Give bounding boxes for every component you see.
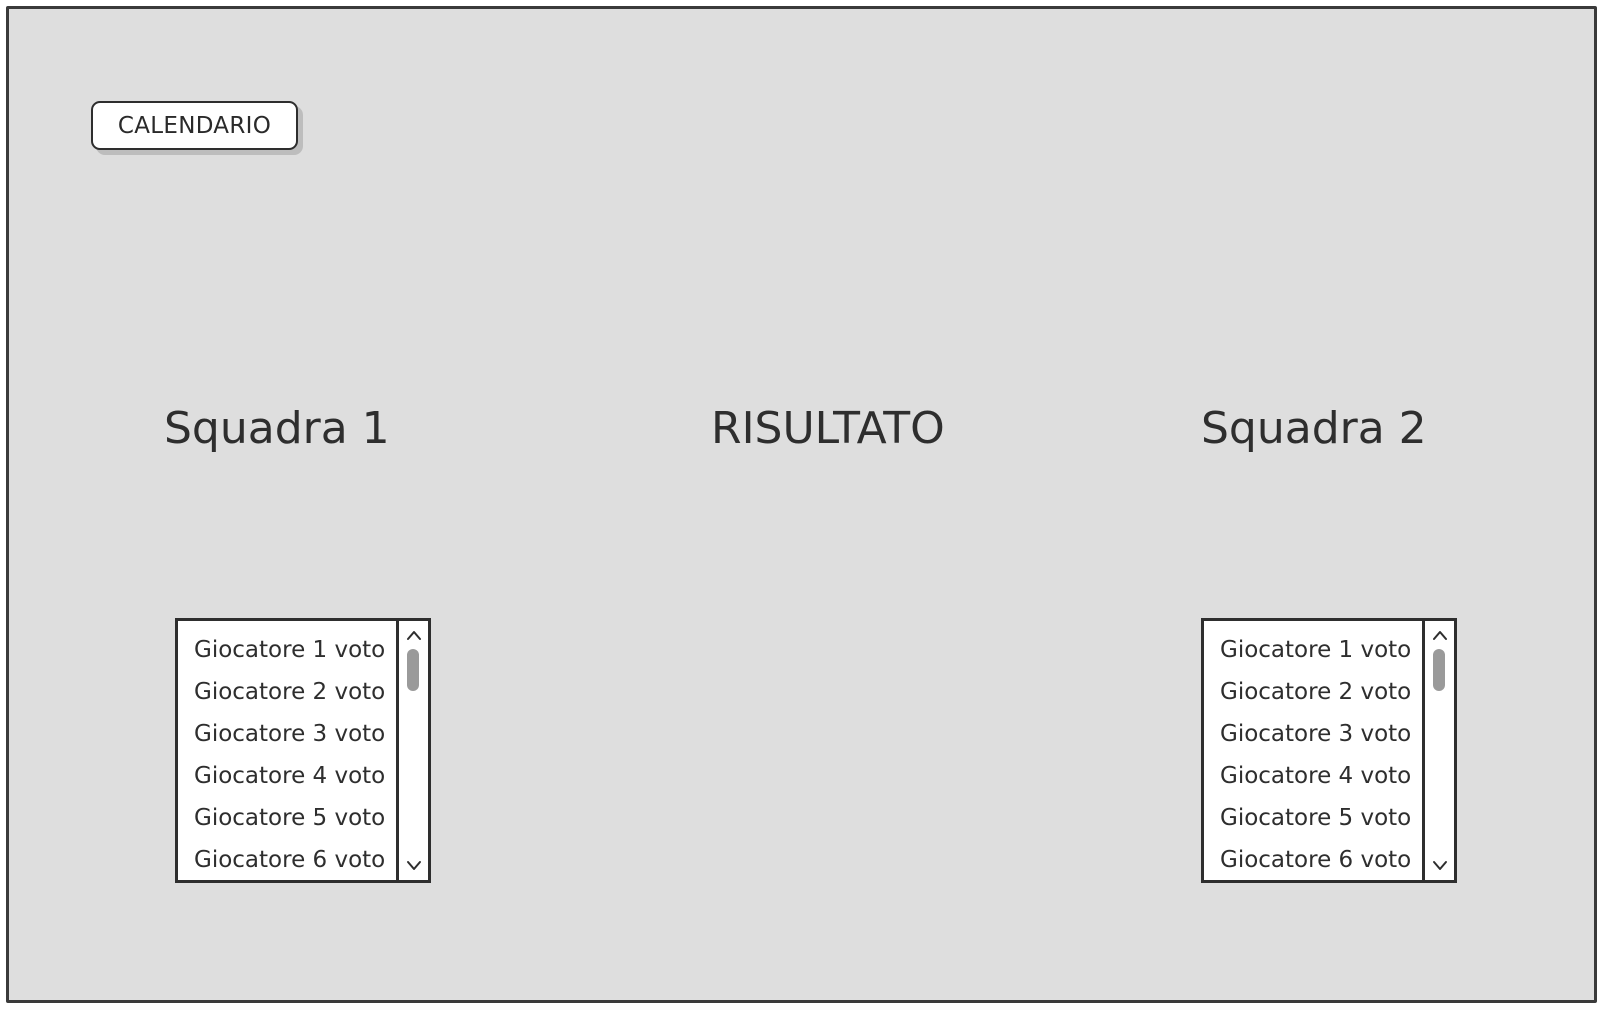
scroll-down-button[interactable] <box>399 854 428 878</box>
scroll-track[interactable] <box>399 647 428 854</box>
list-item[interactable]: Giocatore 5 voto <box>194 805 386 831</box>
list-item[interactable]: Giocatore 6 voto <box>194 847 386 873</box>
team1-list-items: Giocatore 1 voto Giocatore 2 voto Giocat… <box>178 621 394 880</box>
scroll-down-button[interactable] <box>1425 854 1454 878</box>
scroll-up-button[interactable] <box>1425 623 1454 647</box>
list-item[interactable]: Giocatore 3 voto <box>1220 721 1412 747</box>
calendar-button[interactable]: CALENDARIO <box>91 101 298 150</box>
result-title: RISULTATO <box>711 403 945 454</box>
list-item[interactable]: Giocatore 2 voto <box>1220 679 1412 705</box>
team2-player-list[interactable]: Giocatore 1 voto Giocatore 2 voto Giocat… <box>1201 618 1457 883</box>
chevron-up-icon <box>1432 631 1447 640</box>
list-item[interactable]: Giocatore 1 voto <box>1220 637 1412 663</box>
scroll-thumb[interactable] <box>1433 649 1445 691</box>
chevron-up-icon <box>406 631 421 640</box>
team1-title: Squadra 1 <box>164 403 390 454</box>
scroll-thumb[interactable] <box>407 649 419 691</box>
scroll-track[interactable] <box>1425 647 1454 854</box>
list-item[interactable]: Giocatore 3 voto <box>194 721 386 747</box>
team2-scrollbar[interactable] <box>1422 621 1454 880</box>
chevron-down-icon <box>1432 861 1447 870</box>
team2-list-items: Giocatore 1 voto Giocatore 2 voto Giocat… <box>1204 621 1420 880</box>
list-item[interactable]: Giocatore 2 voto <box>194 679 386 705</box>
list-item[interactable]: Giocatore 4 voto <box>194 763 386 789</box>
list-item[interactable]: Giocatore 5 voto <box>1220 805 1412 831</box>
list-item[interactable]: Giocatore 4 voto <box>1220 763 1412 789</box>
list-item[interactable]: Giocatore 1 voto <box>194 637 386 663</box>
team1-player-list[interactable]: Giocatore 1 voto Giocatore 2 voto Giocat… <box>175 618 431 883</box>
scroll-up-button[interactable] <box>399 623 428 647</box>
list-item[interactable]: Giocatore 6 voto <box>1220 847 1412 873</box>
team2-title: Squadra 2 <box>1201 403 1427 454</box>
app-window: CALENDARIO Squadra 1 RISULTATO Squadra 2… <box>6 6 1597 1003</box>
team1-scrollbar[interactable] <box>396 621 428 880</box>
chevron-down-icon <box>406 861 421 870</box>
